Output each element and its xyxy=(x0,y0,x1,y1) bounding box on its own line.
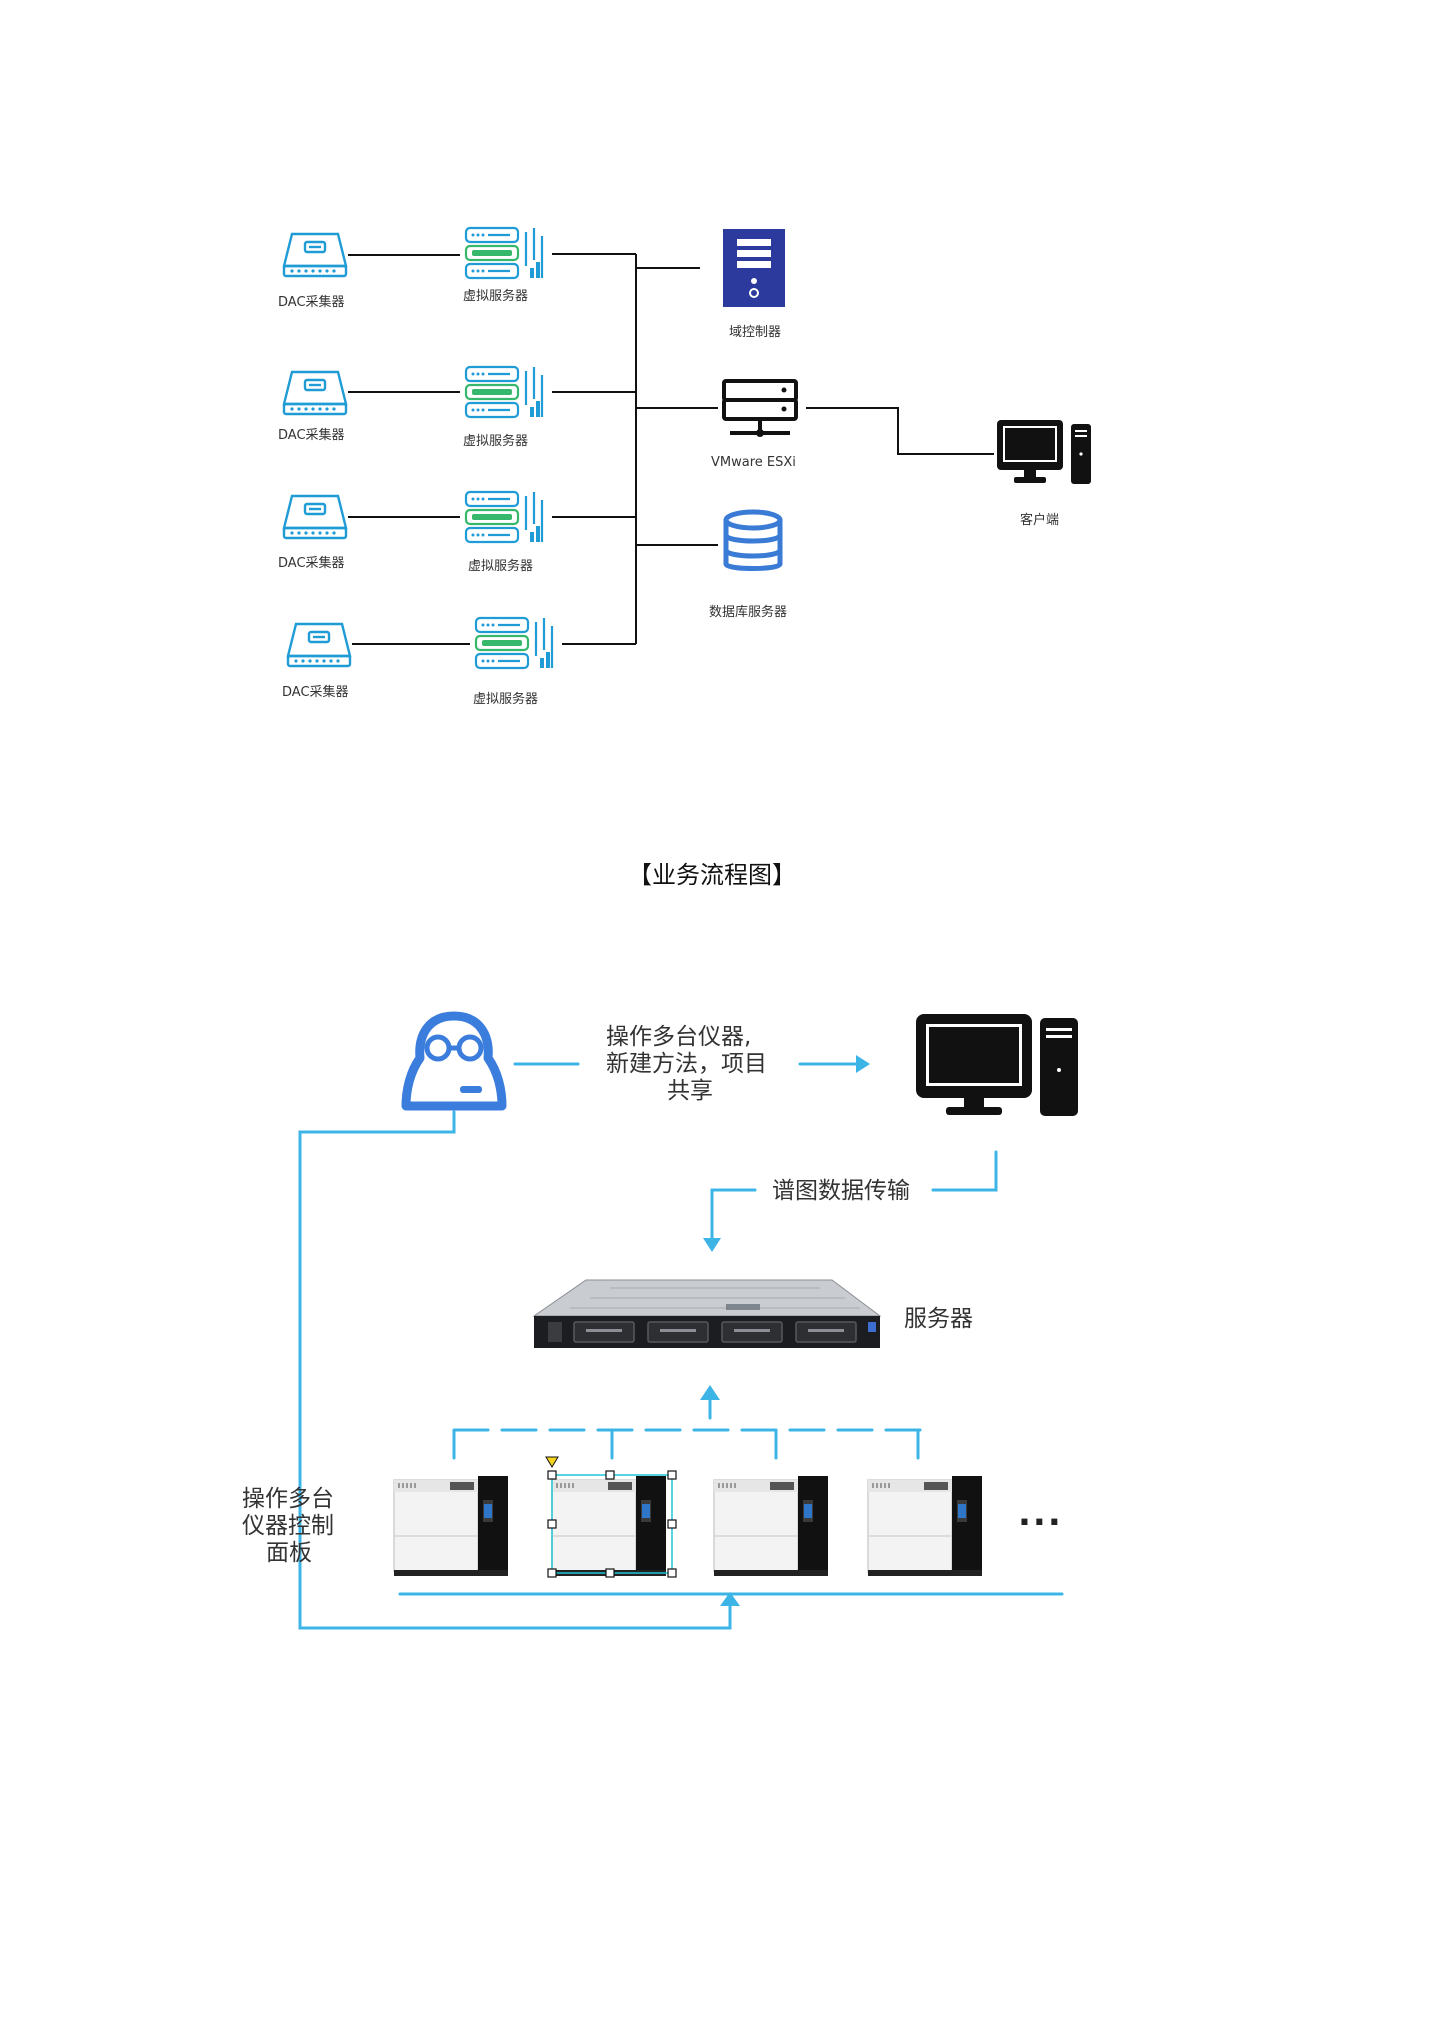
virtual-server-label: 虚拟服务器 xyxy=(463,434,529,449)
user-icon xyxy=(401,1011,507,1111)
vmware-label: VMware ESXi xyxy=(711,455,796,470)
virtual-server-label: 虚拟服务器 xyxy=(468,559,534,574)
virtual-server-icon xyxy=(474,616,554,670)
more-instruments-ellipsis: ... xyxy=(1018,1494,1063,1534)
server-label: 服务器 xyxy=(904,1306,973,1332)
collector-icon xyxy=(282,232,348,278)
panel-line2: 仪器控制 xyxy=(242,1513,334,1539)
section-caption: 【业务流程图】 xyxy=(628,861,796,889)
step1-line3: 共享 xyxy=(667,1078,713,1104)
panel-line1: 操作多台 xyxy=(242,1486,334,1512)
instrument-icon xyxy=(393,1476,508,1576)
selection-handles[interactable] xyxy=(544,1455,684,1579)
collector-label: DAC采集器 xyxy=(278,428,345,443)
virtual-server-label: 虚拟服务器 xyxy=(473,692,539,707)
collector-icon xyxy=(282,494,348,540)
rack-server-icon xyxy=(532,1279,882,1348)
desktop-computer-icon xyxy=(916,1014,1078,1116)
virtual-server-icon xyxy=(464,365,544,419)
virtual-server-icon xyxy=(464,490,544,544)
domain-controller-label: 域控制器 xyxy=(729,325,782,340)
collector-label: DAC采集器 xyxy=(278,556,345,571)
vmware-server-icon xyxy=(722,379,798,437)
domain-controller-icon xyxy=(723,229,785,307)
database-label: 数据库服务器 xyxy=(709,605,788,620)
database-icon xyxy=(723,509,783,571)
collector-icon xyxy=(282,370,348,416)
client-computer-icon xyxy=(997,420,1091,484)
instrument-icon xyxy=(713,1476,828,1576)
collector-label: DAC采集器 xyxy=(282,685,349,700)
collector-icon xyxy=(286,622,352,668)
collector-label: DAC采集器 xyxy=(278,295,345,310)
virtual-server-icon xyxy=(464,226,544,280)
step2-label: 谱图数据传输 xyxy=(772,1178,910,1204)
panel-line3: 面板 xyxy=(266,1540,312,1566)
step1-line1: 操作多台仪器, xyxy=(606,1024,752,1050)
instrument-icon xyxy=(867,1476,982,1576)
virtual-server-label: 虚拟服务器 xyxy=(463,289,529,304)
client-label: 客户端 xyxy=(1020,513,1060,528)
step1-line2: 新建方法，项目 xyxy=(606,1051,767,1077)
